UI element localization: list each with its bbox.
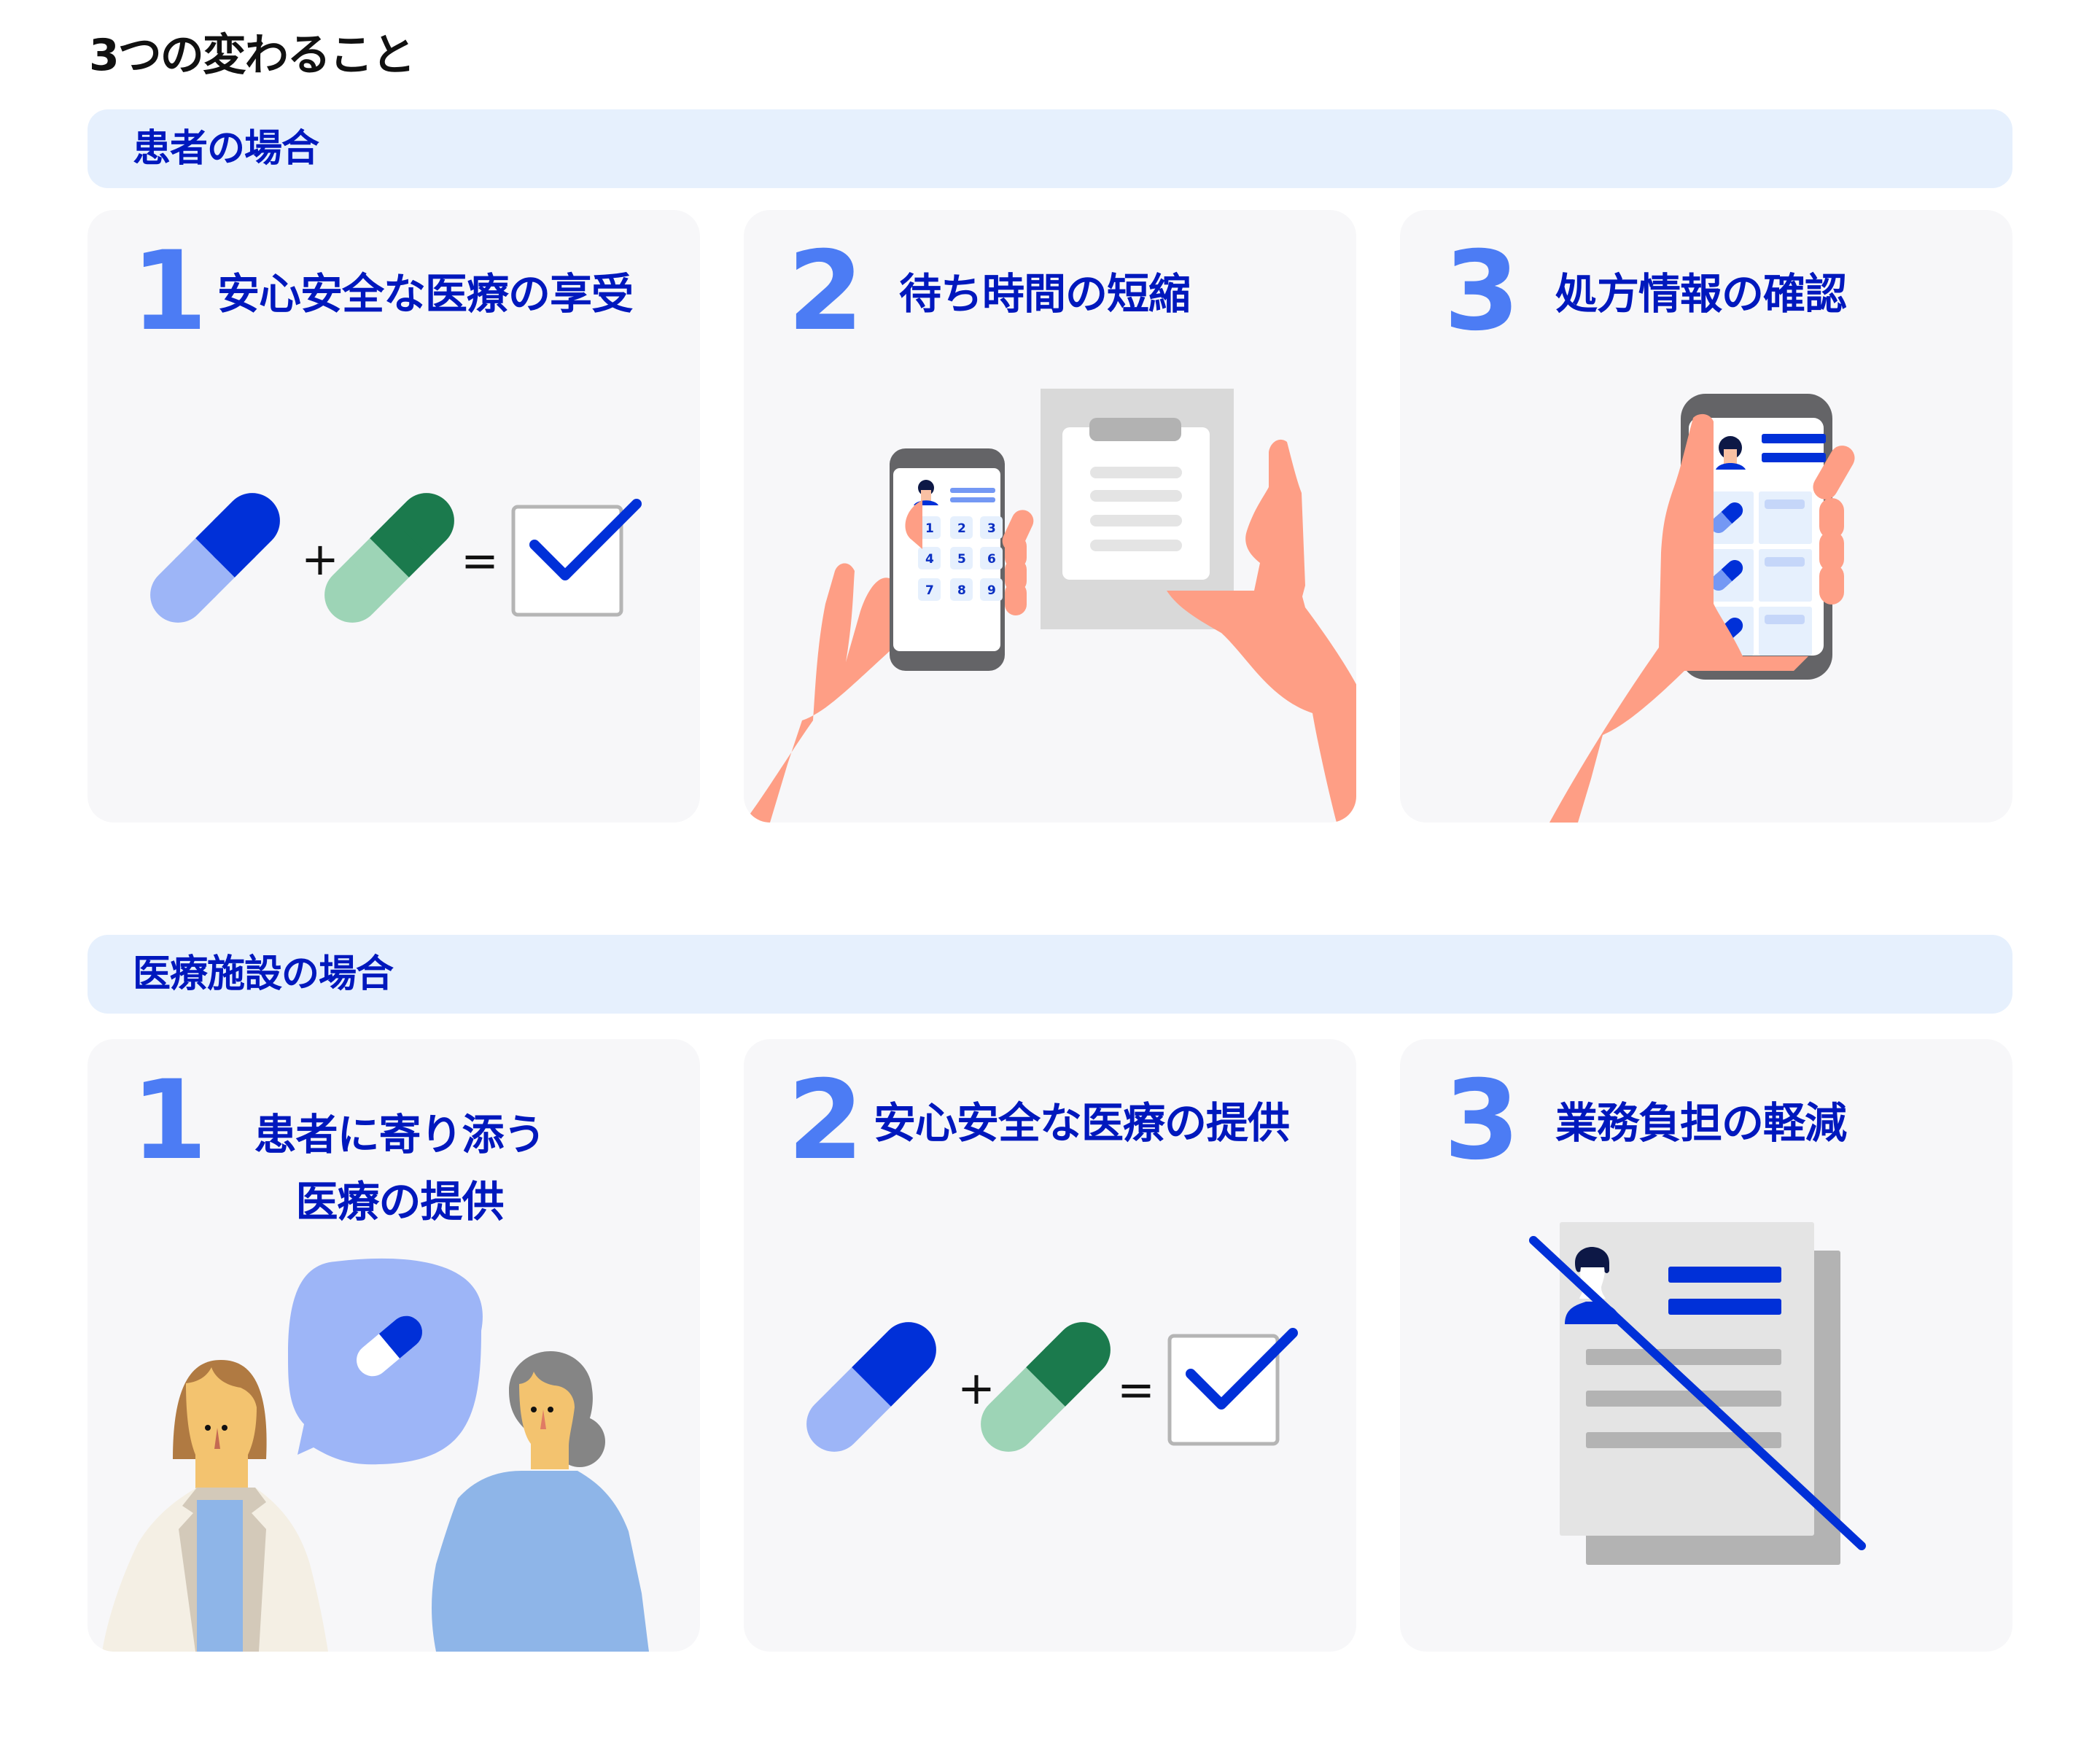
card-title: 業務負担の軽減 (1555, 1098, 1847, 1148)
svg-text:5: 5 (957, 552, 966, 567)
pill-combination-illustration: + = (806, 1322, 1298, 1452)
card-number: 1 (131, 1057, 208, 1184)
hand-icon (1549, 413, 1855, 823)
card-title: 安心安全な医療の享受 (217, 269, 634, 319)
svg-text:2: 2 (957, 521, 966, 536)
checkbox-checked-icon (1167, 1328, 1298, 1446)
card-reduce-workload: 3 業務負担の軽減 (1400, 1039, 2012, 1652)
crossed-documents-illustration (1529, 1222, 1866, 1565)
card-number: 2 (788, 228, 864, 355)
blue-pill-icon (150, 493, 280, 623)
svg-text:8: 8 (957, 583, 966, 598)
svg-text:6: 6 (987, 552, 996, 567)
svg-text:7: 7 (925, 583, 934, 598)
card-title-line1: 患者に寄り添う (254, 1110, 545, 1159)
card-title: 安心安全な医療の提供 (874, 1098, 1290, 1148)
section-header-medical-facility: 医療施設の場合 (88, 935, 2012, 1014)
right-hand-icon (1167, 439, 1356, 823)
pill-combination-illustration: + = (150, 493, 642, 623)
card-number: 1 (131, 228, 208, 355)
equals-icon: = (461, 534, 499, 587)
doctor-avatar (102, 1360, 328, 1652)
clipboard-icon (1041, 389, 1234, 629)
card-title-line2: 医療の提供 (295, 1177, 504, 1227)
patient-avatar (432, 1351, 649, 1652)
phone-and-clipboard-illustration: 1 2 3 4 5 6 7 8 9 (744, 389, 1356, 823)
card-title: 患者に寄り添う 医療の提供 (254, 1101, 545, 1235)
strike-through-line-icon (1529, 1236, 1866, 1550)
card-check-prescription: 3 処方情報の確認 (1400, 210, 2012, 823)
card-safe-medical-care: 1 安心安全な医療の享受 + = (88, 210, 700, 823)
card-title: 処方情報の確認 (1555, 269, 1847, 319)
card-number: 2 (788, 1057, 864, 1184)
card-shorter-wait-time: 2 待ち時間の短縮 (744, 210, 1356, 823)
card-safe-care-provision: 2 安心安全な医療の提供 + = (744, 1039, 1356, 1652)
section-label: 患者の場合 (133, 127, 319, 171)
smartphone-icon: 1 2 3 4 5 6 7 8 9 (890, 448, 1005, 671)
equals-icon: = (1117, 1363, 1155, 1416)
section-header-patient: 患者の場合 (88, 109, 2012, 188)
blue-pill-icon (806, 1322, 936, 1452)
card-number: 3 (1444, 1057, 1520, 1184)
prescription-phone-illustration (1549, 394, 1855, 823)
svg-text:9: 9 (987, 583, 996, 598)
page-title: 3つの変わること (89, 30, 416, 81)
svg-text:3: 3 (987, 521, 996, 536)
section-label: 医療施設の場合 (133, 952, 394, 996)
mini-pill-icon (1710, 502, 1743, 534)
card-number: 3 (1444, 228, 1520, 355)
left-hand-icon (744, 500, 1034, 823)
checkbox-checked-icon (511, 499, 642, 617)
doctor-patient-illustration (102, 1258, 649, 1652)
card-patient-centered-care: 1 患者に寄り添う 医療の提供 (88, 1039, 700, 1652)
green-pill-icon (324, 493, 454, 623)
svg-text:4: 4 (925, 552, 934, 567)
card-title: 待ち時間の短縮 (899, 269, 1191, 319)
speech-bubble-icon (288, 1258, 483, 1465)
green-pill-icon (981, 1322, 1111, 1452)
svg-text:1: 1 (925, 521, 934, 536)
mini-pill-icon (1710, 559, 1743, 591)
